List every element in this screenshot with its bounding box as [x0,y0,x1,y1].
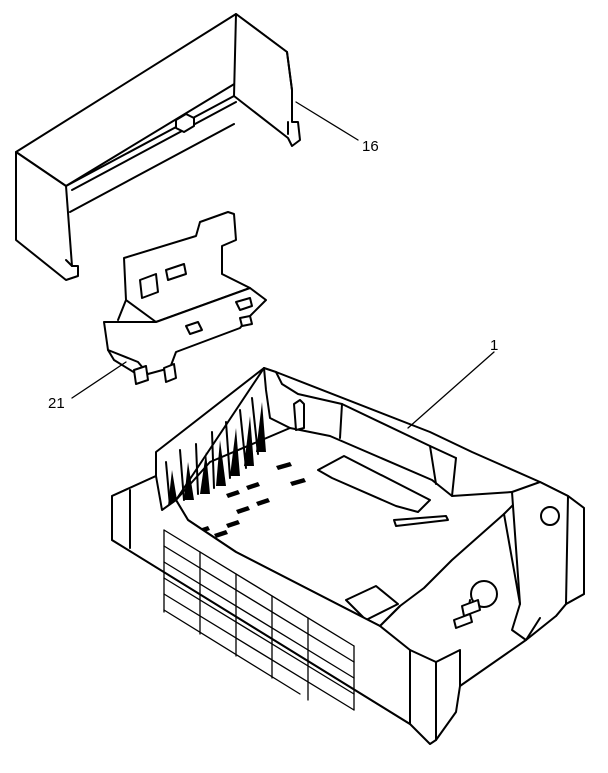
part-16-top-cover [15,13,301,281]
callout-21: 21 [48,361,127,412]
part-number-16: 16 [362,138,379,155]
callout-1: 1 [407,337,498,429]
part-number-21: 21 [48,395,65,412]
callout-16: 16 [295,101,379,155]
front-louvre-grid [163,529,355,711]
part-21-bracket [103,211,267,385]
part-number-1: 1 [490,337,498,354]
part-1-base-tray [111,367,585,745]
